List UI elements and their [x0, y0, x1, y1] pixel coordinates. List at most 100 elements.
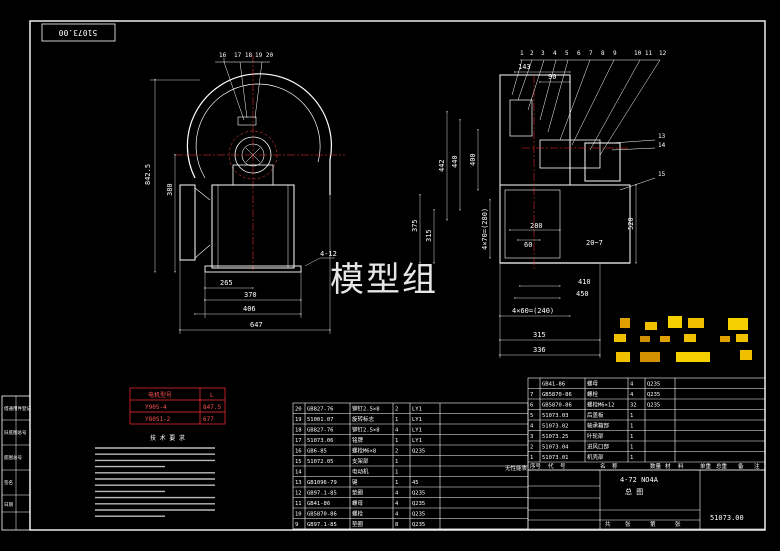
parts-right-cell: Q235: [647, 382, 660, 388]
stand-side: [499, 184, 631, 264]
watermark: 模型组: [330, 260, 438, 300]
parts-header-cell: 注: [754, 462, 760, 470]
parts-left-cell: Q235: [412, 522, 425, 528]
parts-left-cell: 45: [412, 480, 419, 486]
parts-left-cell: 1: [395, 438, 398, 444]
redaction-blocks: [614, 316, 752, 362]
parts-left-cell: GB1096-79: [307, 480, 337, 486]
parts-right-cell: 4: [530, 424, 534, 430]
parts-left-cell: 18: [295, 428, 302, 434]
parts-left-cell: Q235: [412, 449, 425, 455]
parts-left-cell: 12: [295, 491, 302, 497]
parts-left-cell: 4: [395, 491, 399, 497]
side-dim: 315: [533, 331, 546, 339]
parts-right-cell: 1: [630, 455, 633, 461]
parts-left-cell: 51073.06: [307, 438, 334, 444]
motor-table: [129, 387, 226, 425]
fan-housing: [186, 73, 333, 195]
motor-cell: 677: [203, 416, 214, 423]
strip-label: 日期: [4, 502, 13, 508]
parts-left-cell: LY1: [412, 407, 422, 413]
parts-left-cell: 螺母: [352, 499, 364, 507]
support-stand: [211, 184, 295, 269]
parts-left-cell: 4: [395, 428, 399, 434]
side-dim: 4×70=(280): [481, 208, 489, 250]
parts-left-cell: LY1: [412, 428, 422, 434]
title-block: 4-72 NO4A 总 图 51073.00 无性能表: [505, 464, 744, 522]
side-dim: 60: [524, 241, 532, 249]
parts-left-cell: 铭牌: [352, 436, 364, 444]
parts-list: [292, 377, 766, 530]
parts-right-cell: 51073.03: [542, 413, 569, 419]
side-balloon: 12: [659, 50, 667, 57]
parts-header-cell: 序号: [530, 462, 542, 470]
parts-right-cell: 6: [530, 403, 533, 409]
front-view: 16 17 18 19 20 842.5 380 265 370 406 647…: [144, 52, 345, 334]
side-view: 1 2 3 4 5 6 7 8 9 10 11 12 13 14 15: [411, 50, 667, 358]
corner-code: 51073.00: [59, 28, 98, 37]
side-dim: 440: [451, 155, 459, 168]
left-strip: [2, 396, 30, 530]
parts-left-cell: 9: [295, 522, 298, 528]
side-balloon: 3: [541, 50, 545, 57]
motor-header: 电机型号: [148, 391, 172, 399]
motor-header: L: [210, 392, 214, 399]
parts-right-cell: 1: [630, 413, 633, 419]
side-dim: 315: [425, 229, 433, 242]
parts-right-cell: GB5870-86: [542, 403, 572, 409]
parts-left-cell: 4: [395, 501, 399, 507]
stage-note: 无性能表: [505, 464, 528, 472]
side-dim: 4×60=(240): [512, 307, 554, 315]
parts-right-cell: 螺栓M6×12: [587, 401, 615, 409]
parts-right-cell: GB41-86: [542, 382, 565, 388]
parts-left-cell: GB97.1-85: [307, 522, 337, 528]
parts-right-cell: 螺母: [587, 380, 599, 388]
parts-left-cell: GB5870-86: [307, 512, 337, 518]
parts-left-cell: 键: [352, 478, 358, 486]
dim-center: 380: [166, 183, 174, 196]
parts-left-cell: 铆钉2.5×8: [352, 405, 380, 413]
parts-header-cell: 数量: [650, 462, 662, 470]
title-label: 共: [605, 520, 611, 528]
notes-title: 技 术 要 求: [150, 434, 185, 442]
parts-left-cell: 16: [295, 449, 302, 455]
side-dim: 400: [469, 153, 477, 166]
nameplate: [237, 116, 257, 126]
motor-side: [584, 142, 621, 182]
parts-left-cell: GB6-85: [307, 449, 327, 455]
parts-left-cell: 14: [295, 470, 302, 476]
parts-left-cell: 铆钉2.5×8: [352, 426, 380, 434]
side-dim: 442: [438, 159, 446, 172]
balloon-label: 17 18: [234, 52, 252, 59]
parts-left-cell: GB827-76: [307, 428, 334, 434]
parts-left-cell: 17: [295, 438, 302, 444]
side-dim: 90: [548, 73, 556, 81]
drawing-name: 总 图: [625, 487, 643, 496]
side-balloon: 2: [530, 50, 534, 57]
dim-w2: 370: [244, 291, 257, 299]
parts-right-cell: 1: [630, 434, 633, 440]
parts-left-cell: 20: [295, 407, 302, 413]
dim-height: 842.5: [144, 164, 152, 185]
side-dim: 410: [578, 278, 591, 286]
tech-notes: 技 术 要 求: [95, 434, 215, 517]
parts-header-cell: 料: [678, 462, 684, 470]
parts-left-cell: 旋转标志: [352, 415, 375, 423]
parts-header-cell: 号: [560, 463, 566, 470]
side-balloon: 8: [601, 50, 605, 57]
drawing-code: 51073.00: [710, 514, 744, 522]
parts-right-cell: 叶轮部: [587, 432, 604, 440]
parts-right-cell: 螺栓: [587, 390, 599, 398]
side-balloon: 10 11: [634, 50, 652, 57]
parts-left-cell: 19: [295, 417, 302, 423]
parts-header-cell: 代: [548, 462, 554, 470]
strip-label: 借通用件登记: [4, 405, 31, 412]
side-dim: 143: [518, 63, 531, 71]
parts-right-cell: 后盖板: [587, 411, 604, 419]
parts-left-cell: 螺栓M6×8: [352, 447, 376, 455]
balloon-label: 16: [219, 52, 227, 59]
parts-right-cell: 1: [630, 445, 633, 451]
parts-left-cell: 4: [395, 512, 399, 518]
parts-right-cell: Q235: [647, 392, 660, 398]
